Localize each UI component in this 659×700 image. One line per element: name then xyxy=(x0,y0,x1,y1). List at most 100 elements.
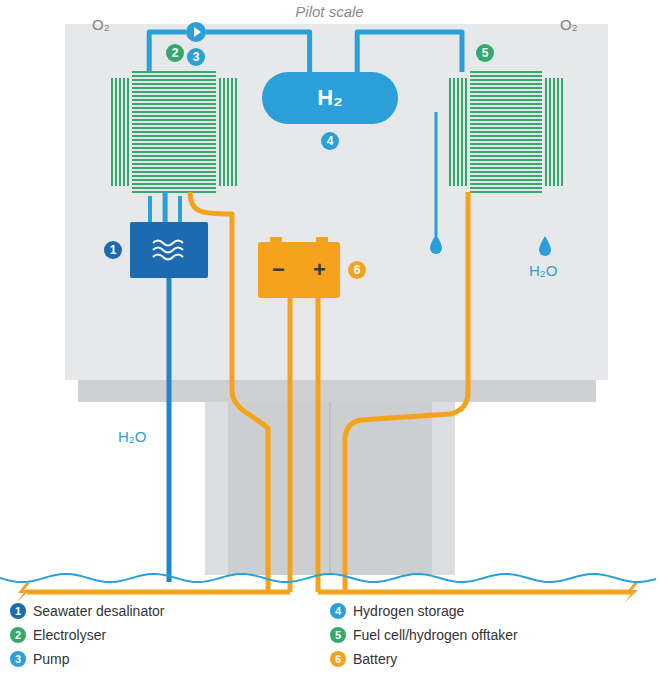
coil-ring xyxy=(470,171,542,173)
coil-ring xyxy=(470,187,542,189)
coil-ring xyxy=(470,95,542,97)
coil-ring xyxy=(132,127,216,129)
coil-fin xyxy=(557,78,559,186)
legend-text: Seawater desalinator xyxy=(33,603,165,619)
legend-text: Fuel cell/hydrogen offtaker xyxy=(353,627,518,643)
coil-fin xyxy=(123,78,125,186)
coil-fin xyxy=(115,78,117,186)
coil-ring xyxy=(132,139,216,141)
lightning-bolt xyxy=(16,583,30,603)
coil-stack xyxy=(450,72,562,192)
coil-ring xyxy=(132,147,216,149)
coil-ring xyxy=(470,155,542,157)
coil-stack xyxy=(112,72,236,192)
legend-swatch: 6 xyxy=(330,651,346,667)
coil-ring xyxy=(470,123,542,125)
desalinator: 1 xyxy=(130,222,208,278)
coil-ring xyxy=(132,111,216,113)
coil-ring xyxy=(132,83,216,85)
coil-ring xyxy=(132,159,216,161)
support-column-inner xyxy=(228,402,432,575)
coil-fin xyxy=(219,78,221,186)
coil-fin xyxy=(549,78,551,186)
legend-swatch: 5 xyxy=(330,627,346,643)
grid-cable xyxy=(27,590,290,595)
oxygen-vent xyxy=(102,38,105,128)
coil-fin xyxy=(235,78,237,186)
coil-ring xyxy=(132,151,216,153)
legend-item: 1 Seawater desalinator xyxy=(10,603,165,619)
callout-number: 3 xyxy=(10,651,26,667)
legend-item: 3 Pump xyxy=(10,651,70,667)
coil-ring xyxy=(470,191,542,193)
support-column xyxy=(205,402,455,575)
node-text: + xyxy=(313,257,326,283)
water-drop xyxy=(539,236,551,256)
coil-ring xyxy=(470,83,542,85)
lightning-bolt xyxy=(624,583,638,603)
coil-ring xyxy=(470,175,542,177)
coil-ring xyxy=(132,175,216,177)
callout-number: 4 xyxy=(321,132,339,150)
callout-number: 3 xyxy=(187,48,205,66)
coil-ring xyxy=(470,111,542,113)
callout-number: 5 xyxy=(330,627,346,643)
intake-pipe xyxy=(167,278,172,582)
coil-ring xyxy=(132,191,216,193)
coil-ring xyxy=(470,91,542,93)
hydrogen-pipe xyxy=(149,32,186,72)
coil-ring xyxy=(470,167,542,169)
oxygen-vent xyxy=(570,38,573,140)
coil-ring xyxy=(132,135,216,137)
coil-ring xyxy=(470,119,542,121)
coil-ring xyxy=(132,115,216,117)
legend-item: 4Hydrogen storage xyxy=(330,603,464,619)
coil-fin xyxy=(227,78,229,186)
coil-ring xyxy=(132,187,216,189)
coil-fin xyxy=(111,78,113,186)
power-cable xyxy=(345,192,468,592)
coil-ring xyxy=(470,75,542,77)
battery: −+6 xyxy=(258,242,340,298)
callout-number: 1 xyxy=(10,603,26,619)
coil-fin xyxy=(453,78,455,186)
coil-ring xyxy=(470,79,542,81)
coil-ring xyxy=(470,143,542,145)
coil-ring xyxy=(470,87,542,89)
fuel-cell: 5 xyxy=(450,72,562,192)
coil-ring xyxy=(470,151,542,153)
coil-ring xyxy=(470,163,542,165)
coil-stacks xyxy=(112,72,562,192)
hydrogen-pipe xyxy=(357,32,462,72)
pump: 3 xyxy=(186,22,206,42)
sea-surface xyxy=(0,574,656,582)
column-divider xyxy=(329,402,331,575)
callout-number: 2 xyxy=(10,627,26,643)
grid-cable xyxy=(318,590,632,595)
coil-ring xyxy=(132,95,216,97)
callout-number: 6 xyxy=(348,261,366,279)
legend-item: 6Battery xyxy=(330,651,397,667)
legend-swatch: 1 xyxy=(10,603,26,619)
hydrogen-pipe xyxy=(206,32,310,72)
legend-text: Pump xyxy=(33,651,70,667)
coil-fin xyxy=(457,78,459,186)
node-text: H₂ xyxy=(317,85,343,111)
coil-ring xyxy=(132,71,216,73)
water-label: H₂O xyxy=(529,262,557,279)
coil-ring xyxy=(132,91,216,93)
coil-fin xyxy=(561,78,563,186)
power-cables xyxy=(27,192,632,592)
coil-ring xyxy=(132,143,216,145)
callout-number: 4 xyxy=(330,603,346,619)
coil-fin xyxy=(465,78,467,186)
coil-ring xyxy=(132,163,216,165)
coil-ring xyxy=(470,71,542,73)
coil-ring xyxy=(470,99,542,101)
coil-ring xyxy=(132,155,216,157)
callout-number: 2 xyxy=(166,44,184,62)
coil-ring xyxy=(132,123,216,125)
platform-deck xyxy=(65,24,608,380)
coil-ring xyxy=(132,79,216,81)
coil-ring xyxy=(470,115,542,117)
